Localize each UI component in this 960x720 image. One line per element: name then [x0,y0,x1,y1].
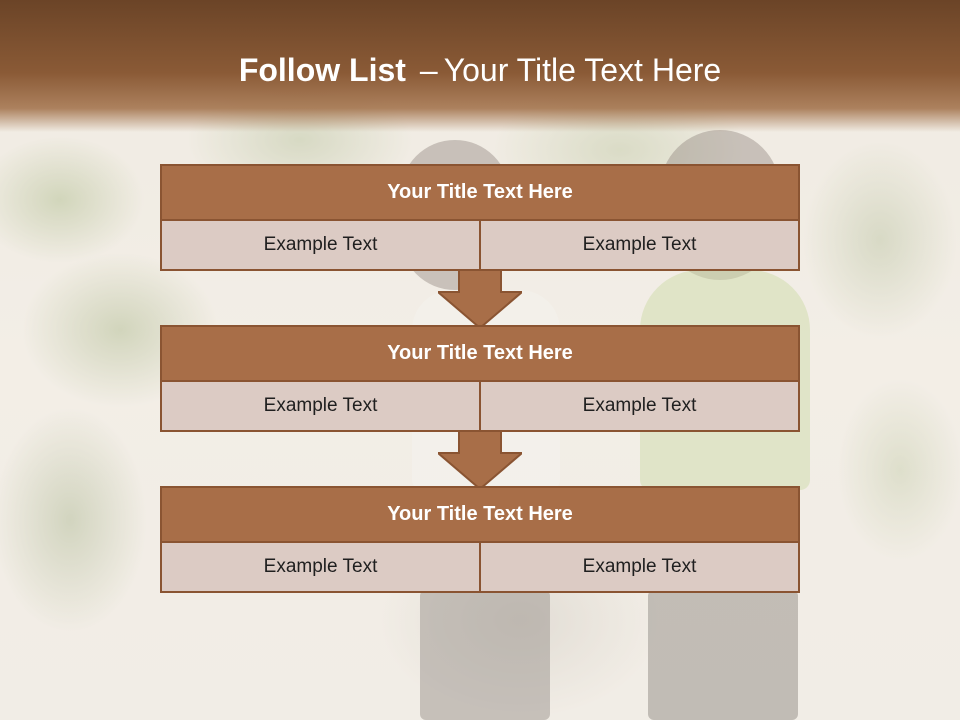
block-cell-right: Example Text [481,221,800,271]
slide-title-rest: Your Title Text Here [443,52,722,88]
slide-title-separator: – [419,52,438,88]
block-cell-right: Example Text [481,543,800,593]
block-title: Your Title Text Here [160,486,800,543]
runner-right-legs [648,590,798,720]
block-row: Example Text Example Text [160,543,800,593]
block-row: Example Text Example Text [160,221,800,271]
list-block-2: Your Title Text Here Example Text Exampl… [160,325,800,432]
block-cell-right: Example Text [481,382,800,432]
down-arrow-icon [438,431,522,489]
list-block-3: Your Title Text Here Example Text Exampl… [160,486,800,593]
down-arrow-icon [438,270,522,328]
slide-title: Follow List–Your Title Text Here [0,52,960,89]
block-cell-left: Example Text [160,382,481,432]
list-block-1: Your Title Text Here Example Text Exampl… [160,164,800,271]
block-cell-left: Example Text [160,543,481,593]
slide-title-strong: Follow List [238,52,406,88]
block-row: Example Text Example Text [160,382,800,432]
title-banner: Follow List–Your Title Text Here [0,0,960,132]
block-title: Your Title Text Here [160,325,800,382]
block-cell-left: Example Text [160,221,481,271]
block-title: Your Title Text Here [160,164,800,221]
runner-left-legs [420,590,550,720]
